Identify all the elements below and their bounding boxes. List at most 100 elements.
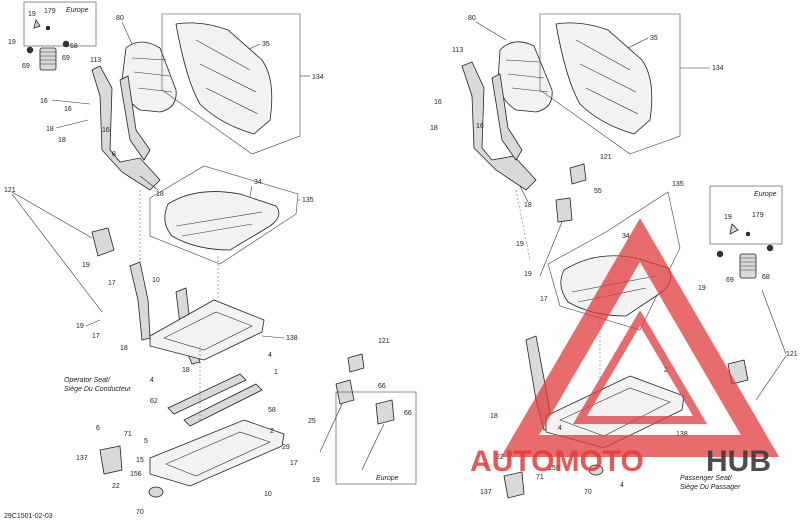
frame-part bbox=[91, 65, 161, 191]
label-2: 2 bbox=[270, 428, 274, 435]
label-19b: 19 bbox=[8, 39, 16, 46]
caption-passenger-seat-2: Siège Du Passager bbox=[680, 484, 741, 491]
label-179: 179 bbox=[44, 8, 56, 15]
label-16c: 16 bbox=[102, 127, 110, 134]
label-80: 80 bbox=[116, 15, 124, 22]
label-18c: 18 bbox=[156, 191, 164, 198]
label-6: 6 bbox=[96, 425, 100, 432]
label-121b: 121 bbox=[378, 338, 390, 345]
caption-europe-left-top: Europe bbox=[66, 7, 89, 14]
washer-part bbox=[62, 40, 70, 48]
seatbelt-buckle-part bbox=[91, 227, 115, 257]
watermark-logo bbox=[500, 218, 780, 457]
caption-passenger-seat-1: Passenger Seat/ bbox=[680, 475, 733, 482]
label-66b: 66 bbox=[404, 410, 412, 417]
r-screw-part bbox=[745, 231, 751, 237]
label-19c: 19 bbox=[82, 262, 90, 269]
label-8: 8 bbox=[112, 151, 116, 158]
label-r18c: 18 bbox=[490, 413, 498, 420]
label-18e: 18 bbox=[182, 367, 190, 374]
r-frame-part bbox=[461, 61, 537, 191]
label-70: 70 bbox=[136, 509, 144, 516]
label-18d: 18 bbox=[120, 345, 128, 352]
r-belt-anchor-part bbox=[555, 197, 573, 223]
label-r71: 71 bbox=[536, 474, 544, 481]
label-69a: 69 bbox=[22, 63, 30, 70]
label-r70: 70 bbox=[584, 489, 592, 496]
r-buckle-121-part bbox=[569, 163, 587, 185]
label-18a: 18 bbox=[46, 126, 54, 133]
label-18b: 18 bbox=[58, 137, 66, 144]
label-r137: 137 bbox=[480, 489, 492, 496]
r-lever-part bbox=[503, 471, 525, 499]
r-backrest-shell-part bbox=[555, 22, 653, 135]
label-62: 62 bbox=[150, 398, 158, 405]
label-156: 156 bbox=[130, 471, 142, 478]
label-135: 135 bbox=[302, 197, 314, 204]
label-5: 5 bbox=[144, 438, 148, 445]
backrest-box bbox=[161, 13, 301, 155]
label-r17: 17 bbox=[540, 296, 548, 303]
label-r68: 68 bbox=[762, 274, 770, 281]
label-17a: 17 bbox=[108, 280, 116, 287]
label-22: 22 bbox=[112, 483, 120, 490]
label-4b: 4 bbox=[150, 377, 154, 384]
caption-europe-left-bottom: Europe bbox=[376, 475, 399, 482]
europe-box-left-bottom bbox=[335, 391, 417, 485]
label-19e: 19 bbox=[312, 477, 320, 484]
backrest-shell-part bbox=[175, 22, 273, 135]
label-r4b: 4 bbox=[620, 482, 624, 489]
label-r22: 22 bbox=[496, 454, 504, 461]
label-r18a: 18 bbox=[430, 125, 438, 132]
r-frame-bracket-part bbox=[491, 73, 523, 161]
label-r19c: 19 bbox=[524, 271, 532, 278]
label-29: 29 bbox=[282, 444, 290, 451]
label-r179: 179 bbox=[752, 212, 764, 219]
label-r69: 69 bbox=[726, 277, 734, 284]
label-r19b: 19 bbox=[516, 241, 524, 248]
caption-europe-right: Europe bbox=[754, 191, 777, 198]
label-r121b: 121 bbox=[786, 351, 798, 358]
label-69b: 69 bbox=[62, 55, 70, 62]
diagram-code: 29C1501-02-03 bbox=[4, 513, 53, 520]
label-1: 1 bbox=[274, 369, 278, 376]
frame-bracket-part bbox=[119, 75, 151, 161]
label-r19-far: 19 bbox=[698, 285, 706, 292]
label-r134: 134 bbox=[712, 65, 724, 72]
label-137: 137 bbox=[76, 455, 88, 462]
label-19: 19 bbox=[28, 11, 36, 18]
label-r159: 159 bbox=[548, 465, 560, 472]
label-r6: 6 bbox=[484, 463, 488, 470]
buckle-66-europe-part bbox=[375, 399, 395, 425]
label-17b: 17 bbox=[92, 333, 100, 340]
europe-box-right bbox=[709, 185, 783, 245]
label-34: 34 bbox=[254, 179, 262, 186]
label-r113: 113 bbox=[452, 47, 463, 54]
label-15: 15 bbox=[136, 457, 144, 464]
label-r16a: 16 bbox=[434, 99, 442, 106]
label-16a: 16 bbox=[40, 98, 48, 105]
label-r121: 121 bbox=[600, 154, 612, 161]
label-121: 121 bbox=[4, 187, 16, 194]
label-10b: 10 bbox=[264, 491, 272, 498]
lower-base-part bbox=[149, 419, 285, 487]
label-r19a: 19 bbox=[724, 214, 732, 221]
label-r55: 55 bbox=[594, 188, 602, 195]
europe-box-left-top bbox=[23, 1, 97, 47]
r-seat-box bbox=[547, 191, 681, 331]
caption-operator-seat-2: Siège Du Conducteur bbox=[64, 386, 132, 393]
label-58: 58 bbox=[268, 407, 276, 414]
label-25: 25 bbox=[308, 418, 316, 425]
label-17c: 17 bbox=[290, 460, 298, 467]
label-r16b: 16 bbox=[476, 123, 484, 130]
watermark-text-b: HUB bbox=[706, 445, 771, 478]
label-66a: 66 bbox=[378, 383, 386, 390]
label-138: 138 bbox=[286, 335, 298, 342]
label-68: 68 bbox=[70, 43, 78, 50]
label-r4: 4 bbox=[558, 425, 562, 432]
label-113: 113 bbox=[90, 57, 101, 64]
nut-part bbox=[26, 46, 34, 54]
slide-rail-part bbox=[167, 373, 247, 415]
bumper-part bbox=[148, 486, 164, 498]
